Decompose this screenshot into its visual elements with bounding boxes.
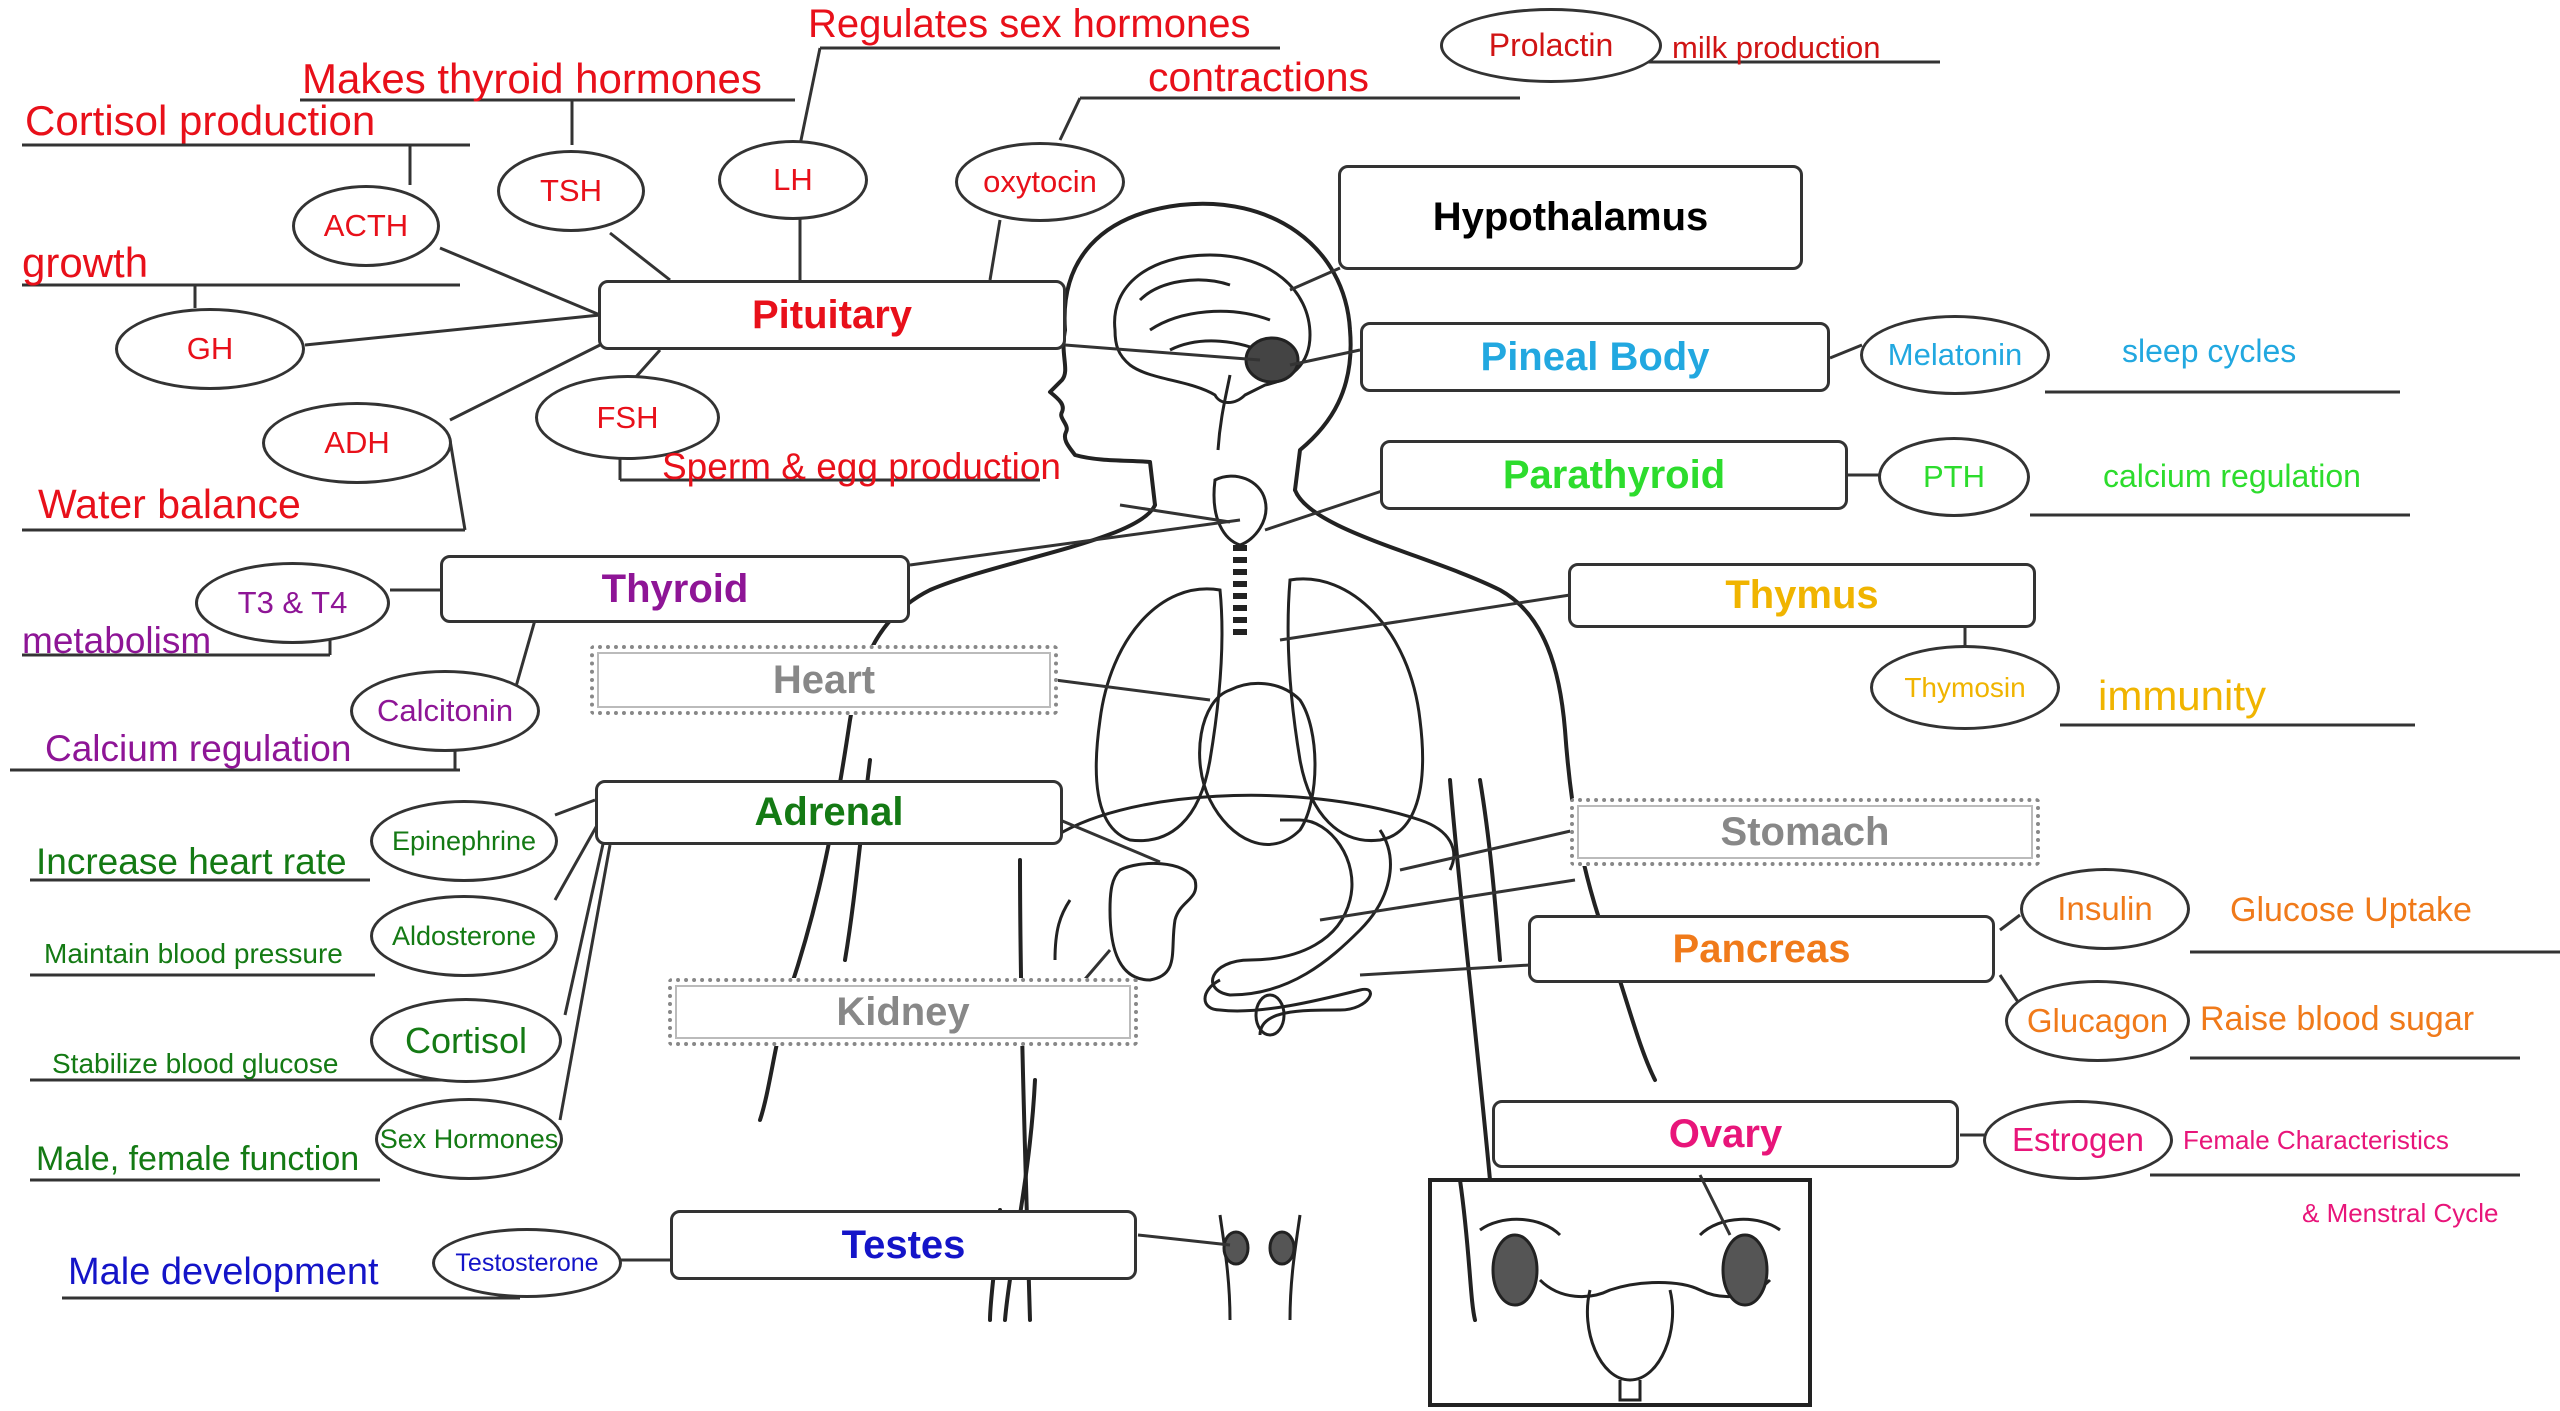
glucagon-ellipse: Glucagon [2005,980,2190,1062]
testes-box: Testes [670,1210,1137,1280]
hypothalamus-box: Hypothalamus [1338,165,1803,270]
epinephrine-ellipse: Epinephrine [370,800,558,882]
stomach-box: Stomach [1570,798,2040,866]
water-balance-label: Water balance [38,484,301,525]
sex-hormones-ellipse: Sex Hormones [375,1098,563,1180]
female-characteristics-label: Female Characteristics [2183,1127,2449,1153]
insulin-ellipse: Insulin [2020,868,2190,950]
cortisol-production-label: Cortisol production [25,100,375,142]
regulates-sex-hormones-label: Regulates sex hormones [808,4,1250,44]
calcium-regulation-thyroid-label: Calcium regulation [45,730,351,767]
thymus-box: Thymus [1568,563,2036,628]
prolactin-ellipse: Prolactin [1440,8,1662,83]
calcitonin-ellipse: Calcitonin [350,670,540,752]
sperm-egg-production-label: Sperm & egg production [662,448,1061,485]
growth-label: growth [22,242,148,284]
male-development-label: Male development [68,1253,379,1291]
maintain-blood-pressure-label: Maintain blood pressure [44,940,343,968]
oxytocin-ellipse: oxytocin [955,142,1125,222]
adrenal-box: Adrenal [595,780,1063,845]
immunity-label: immunity [2098,675,2266,717]
increase-heart-rate-label: Increase heart rate [36,843,347,880]
acth-ellipse: ACTH [292,185,440,267]
sleep-cycles-label: sleep cycles [2122,335,2296,367]
male-female-function-label: Male, female function [36,1142,359,1176]
thymosin-ellipse: Thymosin [1870,645,2060,730]
adh-ellipse: ADH [262,402,452,484]
heart-box: Heart [590,645,1058,715]
pineal-body-box: Pineal Body [1360,322,1830,392]
milk-production-label: milk production [1672,32,1880,63]
glucose-uptake-label: Glucose Uptake [2230,893,2472,927]
testosterone-ellipse: Testosterone [432,1228,622,1298]
calcium-regulation-pth-label: calcium regulation [2103,460,2361,492]
makes-thyroid-hormones-label: Makes thyroid hormones [302,58,762,100]
aldosterone-ellipse: Aldosterone [370,895,558,977]
gh-ellipse: GH [115,308,305,390]
contractions-label: contractions [1148,57,1369,98]
lh-ellipse: LH [718,140,868,220]
kidney-box: Kidney [668,978,1138,1046]
ovary-box: Ovary [1492,1100,1959,1168]
thyroid-box: Thyroid [440,555,910,623]
raise-blood-sugar-label: Raise blood sugar [2200,1002,2474,1036]
t3-t4-ellipse: T3 & T4 [195,562,390,644]
pituitary-box: Pituitary [598,280,1066,350]
cortisol-ellipse: Cortisol [370,998,562,1083]
estrogen-ellipse: Estrogen [1983,1100,2173,1180]
menstral-cycle-label: & Menstral Cycle [2302,1200,2499,1226]
tsh-ellipse: TSH [497,150,645,232]
pancreas-box: Pancreas [1528,915,1995,983]
melatonin-ellipse: Melatonin [1860,315,2050,395]
parathyroid-box: Parathyroid [1380,440,1848,510]
pth-ellipse: PTH [1878,437,2030,517]
metabolism-label: metabolism [22,622,211,659]
stabilize-blood-glucose-label: Stabilize blood glucose [52,1050,338,1078]
reproductive-art [1220,1180,1810,1405]
